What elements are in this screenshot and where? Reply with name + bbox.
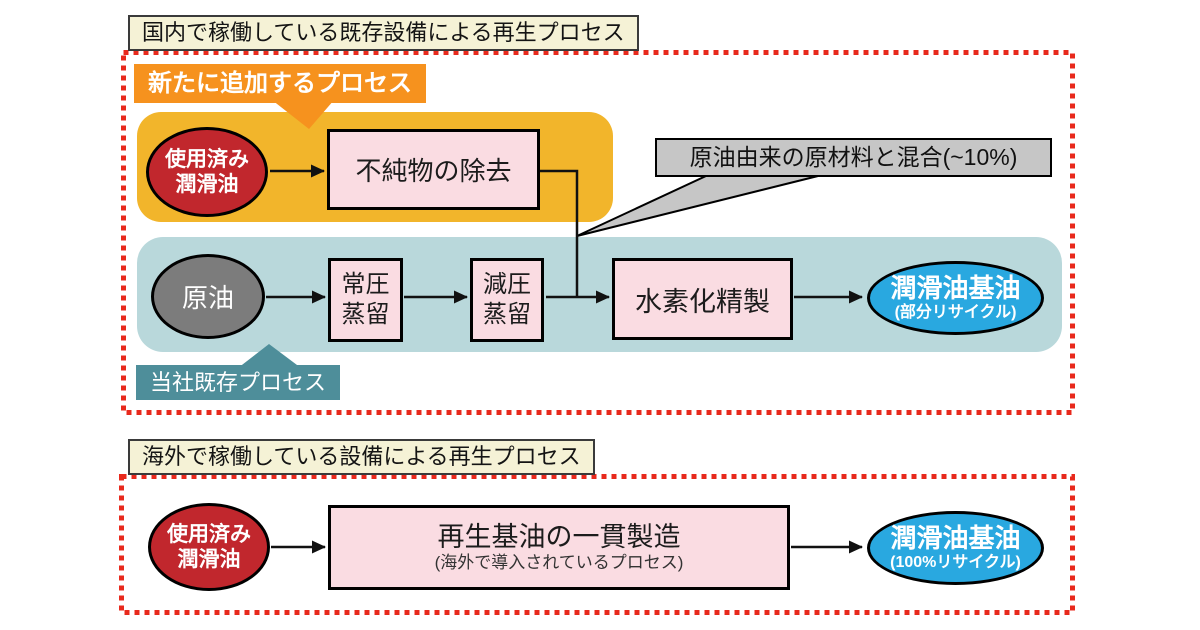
- callout-tail: [576, 175, 819, 237]
- crude-oil-node: 原油: [151, 254, 265, 339]
- overseas-section-title: 海外で稼働している設備による再生プロセス: [128, 439, 595, 475]
- integrated-production-note: (海外で導入されているプロセス): [434, 552, 684, 572]
- mixing-callout: 原油由来の原材料と混合(~10%): [655, 138, 1052, 177]
- base-oil-title-bottom: 潤滑油基油: [890, 523, 1021, 554]
- existing-process-label: 当社既存プロセス: [136, 365, 341, 400]
- impurity-removal-node: 不純物の除去: [327, 129, 540, 210]
- used-oil-node-bottom: 使用済み 潤滑油: [148, 503, 270, 591]
- base-oil-node-bottom: 潤滑油基油 (100%リサイクル): [867, 511, 1044, 585]
- base-oil-title-top: 潤滑油基油: [890, 273, 1021, 304]
- base-oil-node-top: 潤滑油基油 (部分リサイクル): [867, 261, 1044, 335]
- vacuum-line1: 減圧: [483, 271, 531, 298]
- used-oil-line1: 使用済み: [165, 147, 249, 171]
- atmospheric-line1: 常圧: [341, 271, 390, 298]
- atmospheric-distillation-node: 常圧 蒸留: [328, 258, 403, 342]
- vacuum-line2: 蒸留: [483, 301, 531, 328]
- new-process-label: 新たに追加するプロセス: [134, 64, 426, 103]
- atmospheric-line2: 蒸留: [341, 301, 390, 328]
- used-oil-bottom-line2: 潤滑油: [177, 548, 241, 571]
- domestic-section-title: 国内で稼働している既存設備による再生プロセス: [128, 15, 639, 51]
- domestic-section-frame: [121, 50, 1075, 415]
- vacuum-distillation-node: 減圧 蒸留: [470, 258, 544, 342]
- used-oil-node-top: 使用済み 潤滑油: [146, 127, 268, 217]
- integrated-production-node: 再生基油の一貫製造 (海外で導入されているプロセス): [328, 505, 790, 590]
- base-oil-note-bottom: (100%リサイクル): [890, 553, 1021, 571]
- base-oil-note-top: (部分リサイクル): [894, 303, 1017, 321]
- used-oil-line2: 潤滑油: [175, 173, 239, 196]
- integrated-production-title: 再生基油の一貫製造: [437, 521, 681, 552]
- hydrorefining-node: 水素化精製: [612, 258, 793, 340]
- used-oil-bottom-line1: 使用済み: [167, 522, 251, 546]
